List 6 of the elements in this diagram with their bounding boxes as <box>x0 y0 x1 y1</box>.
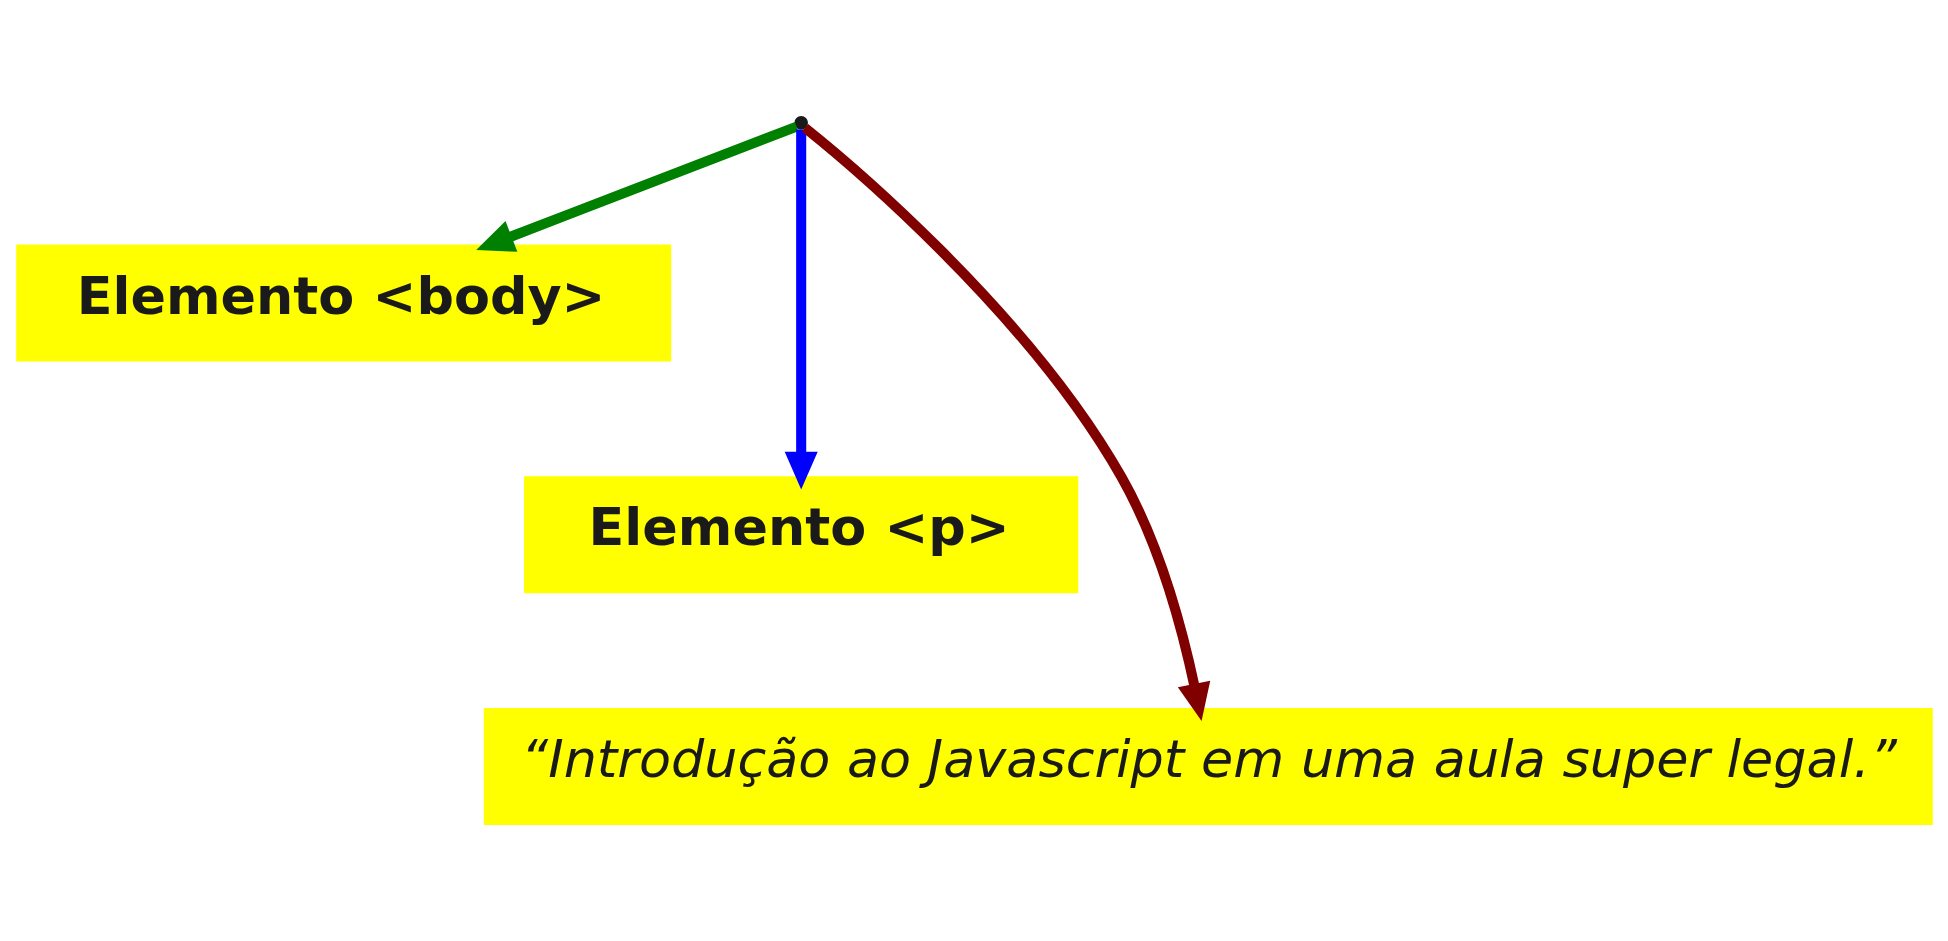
arrow <box>801 123 1210 721</box>
node-box: Elemento <p> <box>523 476 1078 594</box>
node-box: Elemento <body> <box>15 244 671 362</box>
node-box: “Introdução ao Javascript em uma aula super legal.” <box>483 708 1933 825</box>
arrow <box>475 121 798 252</box>
arrow <box>784 129 818 490</box>
